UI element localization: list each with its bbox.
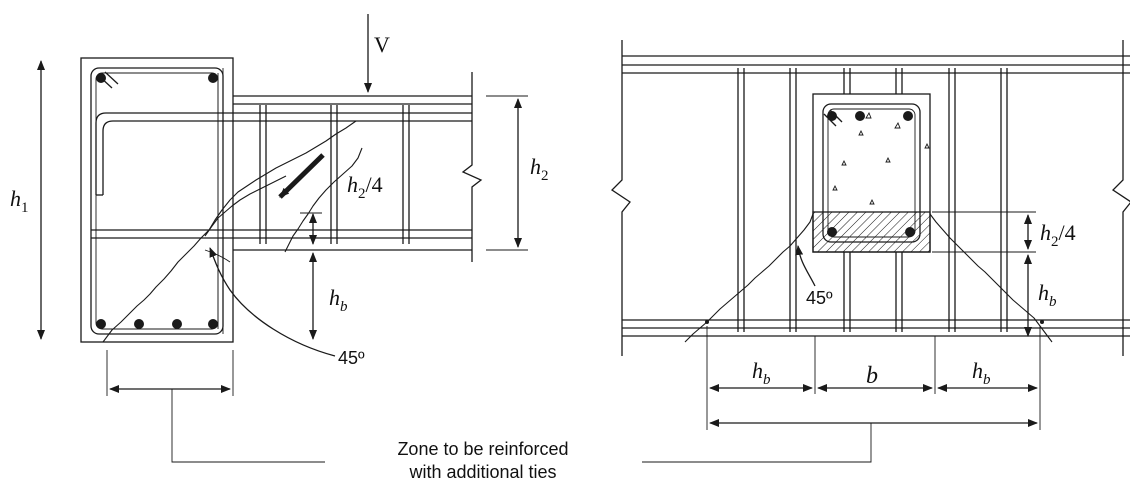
rebar [827,227,837,237]
caption-line-1: Zone to be reinforced [397,439,568,459]
rebar [208,73,218,83]
caption-leader-left [171,389,325,463]
load-label: V [374,32,390,57]
caption-line-2: with additional ties [408,462,556,482]
h2q-label: h2/4 [347,172,383,202]
break-line [461,72,483,262]
main-beam-section [80,57,234,343]
h2q-label-right: h2/4 [1040,220,1076,250]
rebar [172,319,182,329]
break-line-left [610,40,631,356]
crack-line [102,120,357,343]
rebar [905,227,915,237]
crack-direction-arrow [278,153,325,199]
hb-label-right: hb [1038,280,1057,310]
h1-label: h1 [10,186,29,216]
b-label: b [866,363,878,389]
angle-label-left: 45º [338,348,365,368]
left-view: V h1 h2 h2/4 hb 45º [10,14,549,396]
rebar [903,111,913,121]
angle-label-right: 45º [806,288,833,308]
break-line-right [1111,40,1130,356]
rebar [96,73,106,83]
crack-left [684,213,814,343]
angle-arrow [795,245,816,287]
h2-label: h2 [530,154,549,184]
rebar [827,111,837,121]
hb-label: hb [329,285,348,315]
rebar [855,111,865,121]
hb-span-label-right: hb [972,358,991,388]
crack-right [929,213,1053,343]
caption-group: Zone to be reinforced with additional ti… [171,389,872,482]
rebar [134,319,144,329]
main-beam-stirrup [90,67,224,335]
hb-span-label-left: hb [752,358,771,388]
right-view: 45º h2/4 hb hb b hb [610,40,1130,430]
rebar [96,319,106,329]
angle-leader [209,247,336,357]
caption-leader-right [642,423,872,463]
rebar [208,319,218,329]
